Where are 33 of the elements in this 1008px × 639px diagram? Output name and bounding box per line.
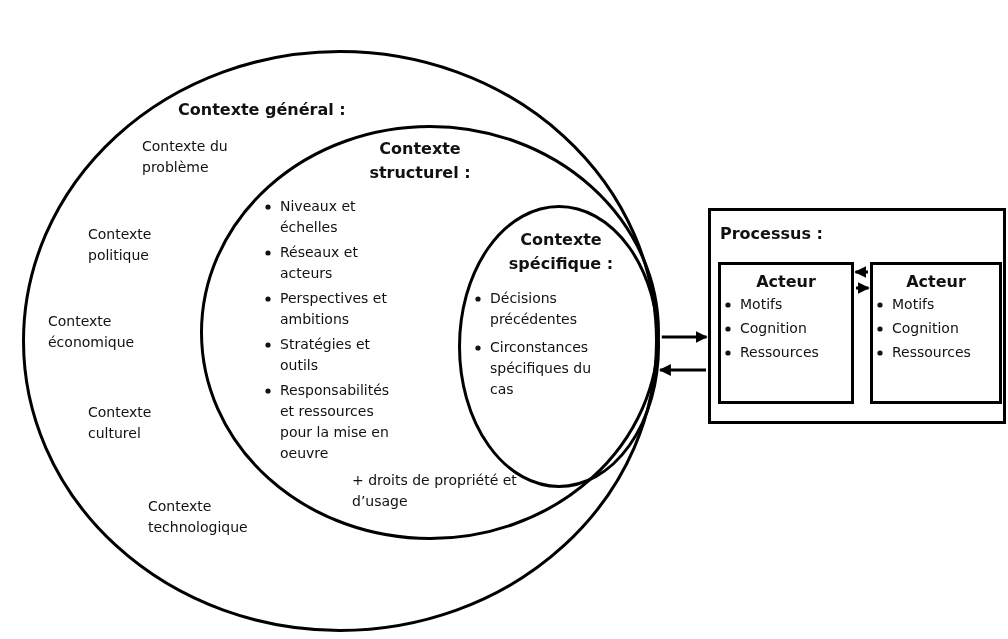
context-label: Contexte économique: [48, 312, 136, 352]
arrow: [854, 266, 868, 278]
list-item: Motifs: [740, 295, 784, 314]
context-label: Contexte technologique: [148, 497, 249, 537]
context-label: Contexte politique: [88, 225, 153, 265]
list-item: Responsabilités et ressources pour la mise en oeuvre: [280, 381, 391, 463]
list-item: Perspectives et ambitions: [280, 289, 388, 329]
list-item: Stratégies et outils: [280, 335, 372, 375]
heading: Contexte général :: [178, 99, 347, 121]
heading: Contexte structurel :: [368, 138, 472, 184]
actor-box: [870, 262, 1002, 404]
list-item: Motifs: [892, 295, 936, 314]
list-item: Ressources: [892, 343, 972, 362]
heading: Processus :: [720, 223, 824, 245]
context-label: Contexte du problème: [142, 137, 229, 177]
context-label: Contexte culturel: [88, 403, 153, 443]
arrow: [856, 282, 870, 294]
arrow: [661, 331, 708, 343]
actor-box: [718, 262, 854, 404]
list-item: Circonstances spécifiques du cas: [490, 338, 593, 399]
list-item: Cognition: [740, 319, 808, 338]
list-item: Réseaux et acteurs: [280, 243, 359, 283]
list-item: Ressources: [740, 343, 820, 362]
heading: Acteur: [905, 271, 967, 293]
process-box: [708, 208, 1006, 424]
arrow: [658, 364, 706, 376]
list-item: Cognition: [892, 319, 960, 338]
heading: Acteur: [755, 271, 817, 293]
context-label: + droits de propriété et d’usage: [352, 471, 518, 511]
context-circle: [22, 50, 658, 632]
list-item: Décisions précédentes: [490, 289, 579, 329]
list-item: Niveaux et échelles: [280, 197, 357, 237]
heading: Contexte spécifique :: [507, 229, 615, 275]
